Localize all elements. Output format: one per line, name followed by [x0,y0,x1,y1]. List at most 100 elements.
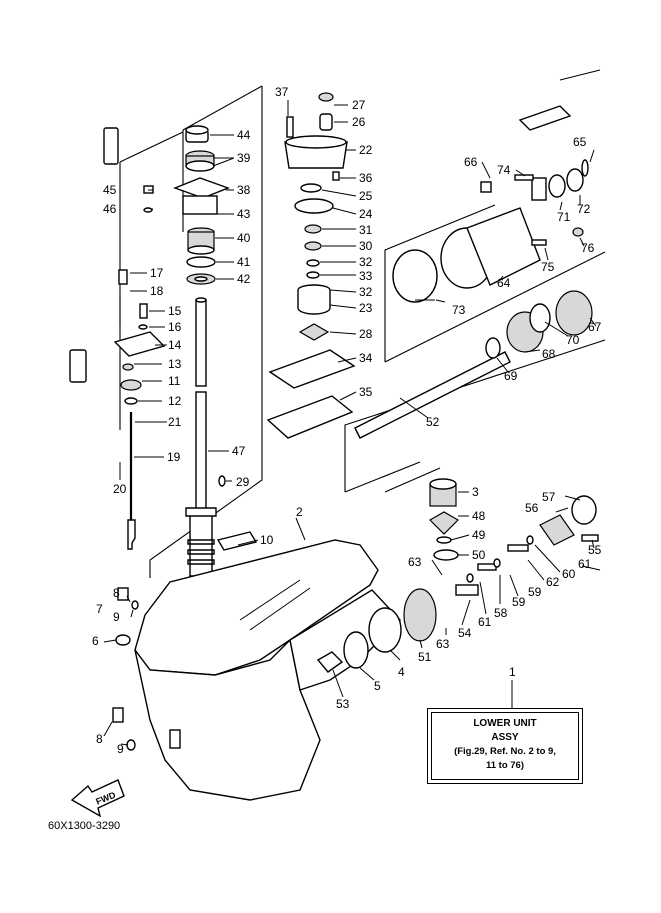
callout-13: 13 [168,357,182,371]
callout-23: 23 [359,301,373,315]
water-pump [266,92,356,439]
info-ref-line2: 11 to 76) [485,760,525,771]
callout-49: 49 [472,528,486,542]
callout-4: 4 [398,665,405,679]
callout-74: 74 [497,163,511,177]
callout-43: 43 [237,207,251,221]
callout-28: 28 [359,327,373,341]
callout-30: 30 [359,239,373,253]
callout-8: 8 [113,586,120,600]
callout-63b: 63 [436,637,450,651]
callout-61b: 61 [478,615,492,629]
info-ref-line1: (Fig.29, Ref. No. 2 to 9, [454,746,556,757]
callout-16: 16 [168,320,182,334]
callout-47: 47 [232,444,246,458]
callout-64: 64 [497,276,511,290]
callout-76: 76 [581,241,595,255]
callout-36: 36 [359,171,373,185]
info-box: LOWER UNIT ASSY (Fig.29, Ref. No. 2 to 9… [427,708,583,784]
callout-35: 35 [359,385,373,399]
callout-39: 39 [237,151,251,165]
callout-46: 46 [103,202,117,216]
bearing-stack [143,125,230,285]
callout-3: 3 [472,485,479,499]
callout-7: 7 [96,602,103,616]
callout-15: 15 [168,304,182,318]
drive-shaft [185,297,217,591]
callout-6: 6 [92,634,99,648]
callout-5: 5 [374,679,381,693]
callout-67: 67 [588,320,602,334]
callout-2: 2 [296,505,303,519]
callout-75: 75 [541,260,555,274]
callout-32b: 32 [359,285,373,299]
callout-59: 59 [512,595,526,609]
callout-60: 60 [562,567,576,581]
callout-44: 44 [237,128,251,142]
callout-labels: 1 2 3 4 5 6 7 8 9 9 8 10 11 12 13 14 15 … [92,85,602,756]
callout-50: 50 [472,548,486,562]
callout-62: 62 [546,575,560,589]
info-box-inner: LOWER UNIT ASSY (Fig.29, Ref. No. 2 to 9… [431,712,579,780]
callout-1: 1 [509,665,516,679]
callout-54: 54 [458,626,472,640]
callout-45: 45 [103,183,117,197]
diagram-code: 60X1300-3290 [48,820,121,832]
callout-70: 70 [566,333,580,347]
callout-48: 48 [472,509,486,523]
callout-9b: 9 [117,742,124,756]
callout-25: 25 [359,189,373,203]
callout-19: 19 [167,450,181,464]
callout-52: 52 [426,415,440,429]
callout-22: 22 [359,143,373,157]
gear-group [316,478,599,673]
callout-59b: 59 [528,585,542,599]
callout-65: 65 [573,135,587,149]
callout-68: 68 [542,347,556,361]
callout-73: 73 [452,303,466,317]
callout-53: 53 [336,697,350,711]
callout-69: 69 [504,369,518,383]
leader-lines [103,100,601,746]
callout-37: 37 [275,85,289,99]
callout-61: 61 [578,557,592,571]
callout-14: 14 [168,338,182,352]
callout-17: 17 [150,266,164,280]
callout-21: 21 [168,415,182,429]
info-subtitle: ASSY [491,732,519,743]
info-title: LOWER UNIT [473,718,537,729]
callout-40: 40 [237,231,251,245]
callout-26: 26 [352,115,366,129]
callout-9: 9 [113,610,120,624]
callout-31: 31 [359,223,373,237]
callout-72: 72 [577,202,591,216]
callout-71: 71 [557,210,571,224]
callout-27: 27 [352,98,366,112]
callout-58: 58 [494,606,508,620]
small-fasteners [112,159,589,751]
callout-18: 18 [150,284,164,298]
callout-66: 66 [464,155,478,169]
callout-42: 42 [237,272,251,286]
callout-32: 32 [359,255,373,269]
callout-63: 63 [408,555,422,569]
callout-34: 34 [359,351,373,365]
propeller-shaft-group [69,105,593,439]
callout-56: 56 [525,501,539,515]
callout-24: 24 [359,207,373,221]
callout-33: 33 [359,269,373,283]
callout-8b: 8 [96,732,103,746]
gearcase-housing [134,539,401,801]
callout-51: 51 [418,650,432,664]
callout-29: 29 [236,475,250,489]
callout-41: 41 [237,255,251,269]
fwd-arrow: FWD [70,779,125,818]
callout-12: 12 [168,394,182,408]
callout-38: 38 [237,183,251,197]
callout-11: 11 [168,374,181,388]
shift-rod [127,412,136,550]
callout-55: 55 [588,543,602,557]
callout-57: 57 [542,490,556,504]
callout-20: 20 [113,482,127,496]
